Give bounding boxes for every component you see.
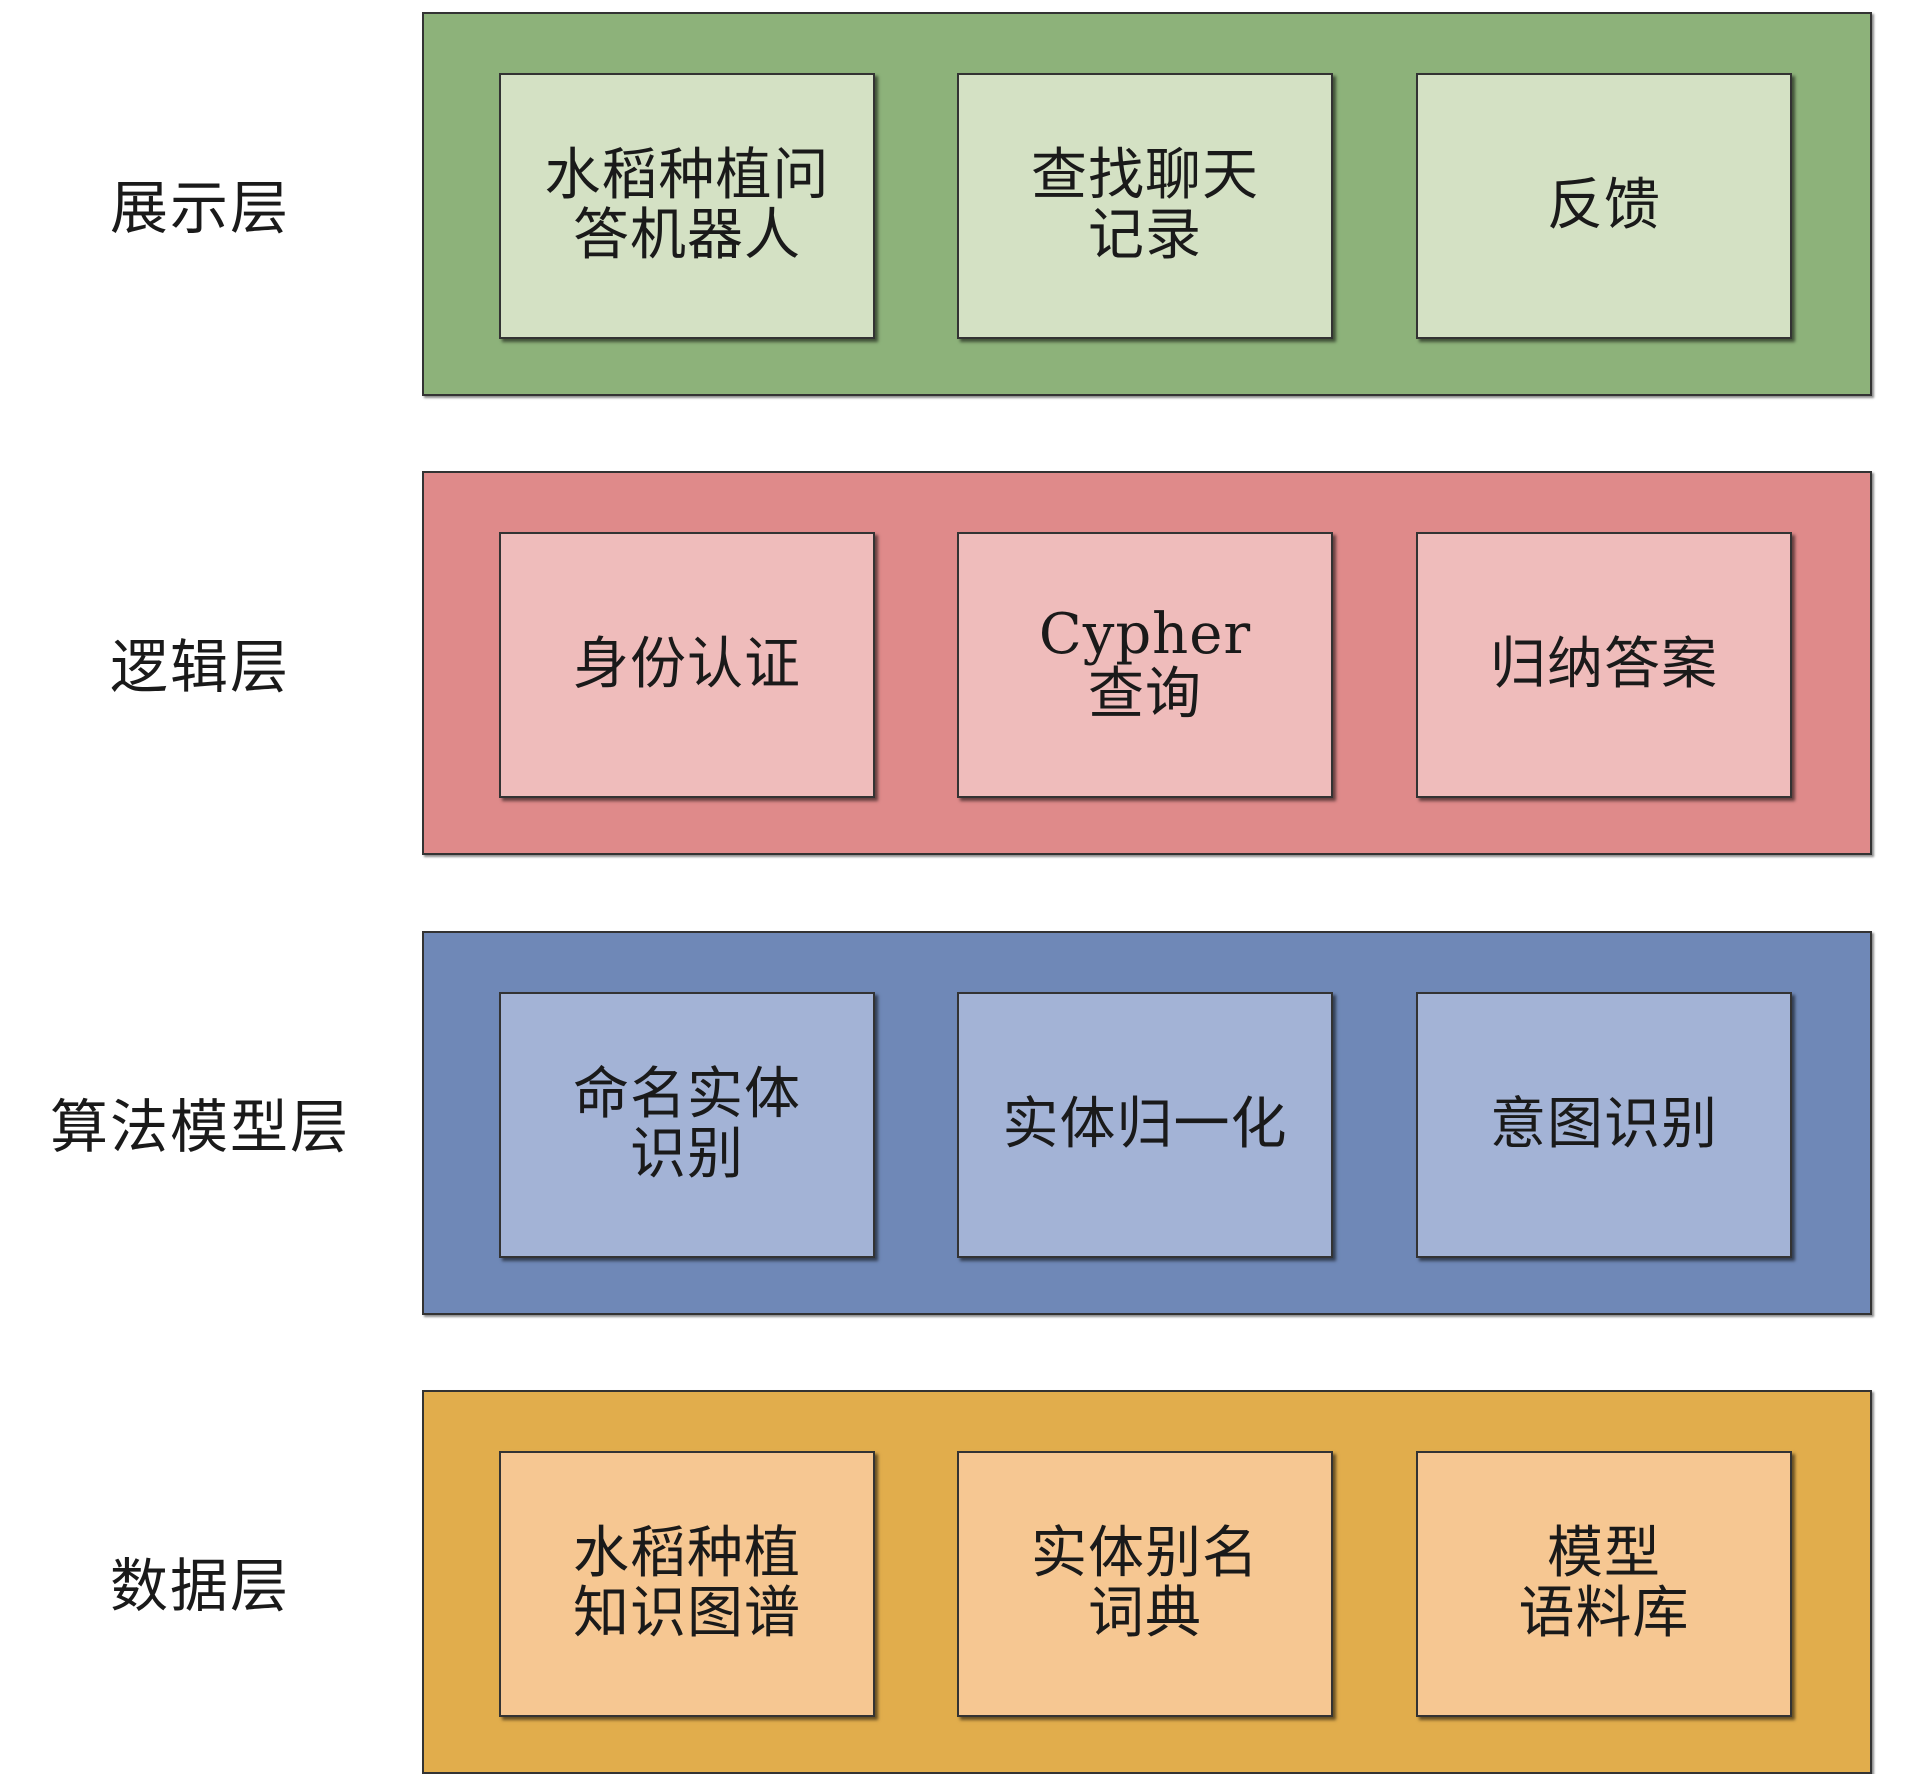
- component-box: 实体别名 词典: [957, 1451, 1333, 1717]
- layer-label: 展示层: [109, 174, 290, 242]
- component-label: 身份认证: [573, 632, 801, 697]
- component-label: 实体归一化: [1002, 1092, 1288, 1157]
- layer-logic: 逻辑层 身份认证 Cypher 查询 归纳答案: [0, 471, 1913, 855]
- component-label: 水稻种植问 答机器人: [544, 143, 830, 268]
- layer-label: 算法模型层: [49, 1093, 350, 1161]
- component-box: 意图识别: [1416, 992, 1792, 1258]
- layer-band: 身份认证 Cypher 查询 归纳答案: [422, 471, 1872, 855]
- component-box: 归纳答案: [1416, 532, 1792, 798]
- component-box: Cypher 查询: [957, 532, 1333, 798]
- component-label: 水稻种植 知识图谱: [573, 1521, 801, 1646]
- layer-algorithm-model: 算法模型层 命名实体 识别 实体归一化 意图识别: [0, 931, 1913, 1315]
- component-label: Cypher 查询: [1038, 602, 1252, 727]
- component-label: 意图识别: [1490, 1092, 1718, 1157]
- layer-data: 数据层 水稻种植 知识图谱 实体别名 词典 模型 语料库: [0, 1390, 1913, 1774]
- component-box: 模型 语料库: [1416, 1451, 1792, 1717]
- layer-band: 水稻种植 知识图谱 实体别名 词典 模型 语料库: [422, 1390, 1872, 1774]
- component-label: 归纳答案: [1490, 632, 1718, 697]
- layer-presentation: 展示层 水稻种植问 答机器人 查找聊天 记录 反馈: [0, 12, 1913, 396]
- component-label: 反馈: [1547, 173, 1661, 238]
- component-box: 查找聊天 记录: [957, 73, 1333, 339]
- component-box: 水稻种植 知识图谱: [499, 1451, 875, 1717]
- component-box: 实体归一化: [957, 992, 1333, 1258]
- layer-band: 水稻种植问 答机器人 查找聊天 记录 反馈: [422, 12, 1872, 396]
- component-box: 反馈: [1416, 73, 1792, 339]
- layer-label: 逻辑层: [109, 633, 290, 701]
- component-box: 命名实体 识别: [499, 992, 875, 1258]
- component-label: 模型 语料库: [1518, 1521, 1690, 1646]
- component-label: 查找聊天 记录: [1031, 143, 1259, 268]
- layer-band: 命名实体 识别 实体归一化 意图识别: [422, 931, 1872, 1315]
- component-box: 水稻种植问 答机器人: [499, 73, 875, 339]
- component-box: 身份认证: [499, 532, 875, 798]
- layer-label: 数据层: [109, 1552, 290, 1620]
- component-label: 实体别名 词典: [1031, 1521, 1259, 1646]
- component-label: 命名实体 识别: [573, 1062, 801, 1187]
